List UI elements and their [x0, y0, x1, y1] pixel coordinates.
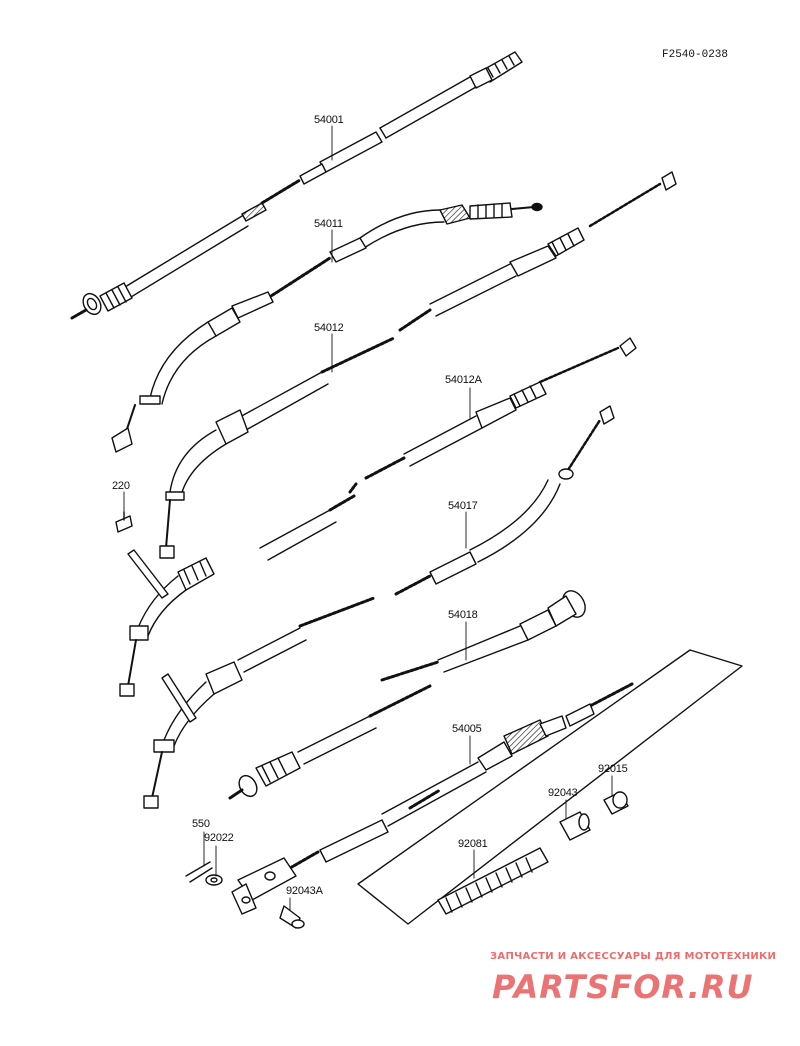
part-label-54017: 54017 — [448, 500, 478, 512]
part-label-54018: 54018 — [448, 609, 478, 621]
watermark-tagline: ЗАПЧАСТИ И АКСЕССУАРЫ ДЛЯ МОТОТЕХНИКИ — [490, 951, 777, 962]
part-label-92043: 92043 — [548, 787, 578, 799]
part-label-92015: 92015 — [598, 763, 628, 775]
spring-kit — [357, 649, 743, 925]
cable-54012A — [364, 337, 637, 480]
part-label-54005: 54005 — [452, 723, 482, 735]
part-label-92081: 92081 — [458, 838, 488, 850]
cable-54012 — [159, 336, 396, 559]
part-label-54012A: 54012A — [445, 374, 482, 386]
cable-54017 — [119, 405, 615, 697]
part-label-550: 550 — [192, 818, 210, 830]
leader-lines — [123, 125, 613, 911]
part-label-220: 220 — [112, 480, 130, 492]
part-label-54012: 54012 — [314, 322, 344, 334]
clevis-assembly — [185, 857, 305, 929]
cable-54011 — [111, 202, 543, 453]
cable-54005 — [228, 682, 634, 870]
cable-throttle-upper — [398, 171, 677, 332]
watermark-logo: PARTSFOR.RU — [490, 965, 792, 1006]
figure-code: F2540-0238 — [662, 49, 729, 61]
cable-54001 — [70, 51, 523, 320]
part-label-54011: 54011 — [314, 218, 343, 230]
cable-54018 — [143, 590, 586, 809]
part-label-92022: 92022 — [204, 832, 234, 844]
part-label-54001: 54001 — [314, 114, 344, 126]
watermark-brand: PARTSFOR.RU — [492, 968, 753, 1005]
part-label-92043A: 92043A — [286, 885, 323, 897]
